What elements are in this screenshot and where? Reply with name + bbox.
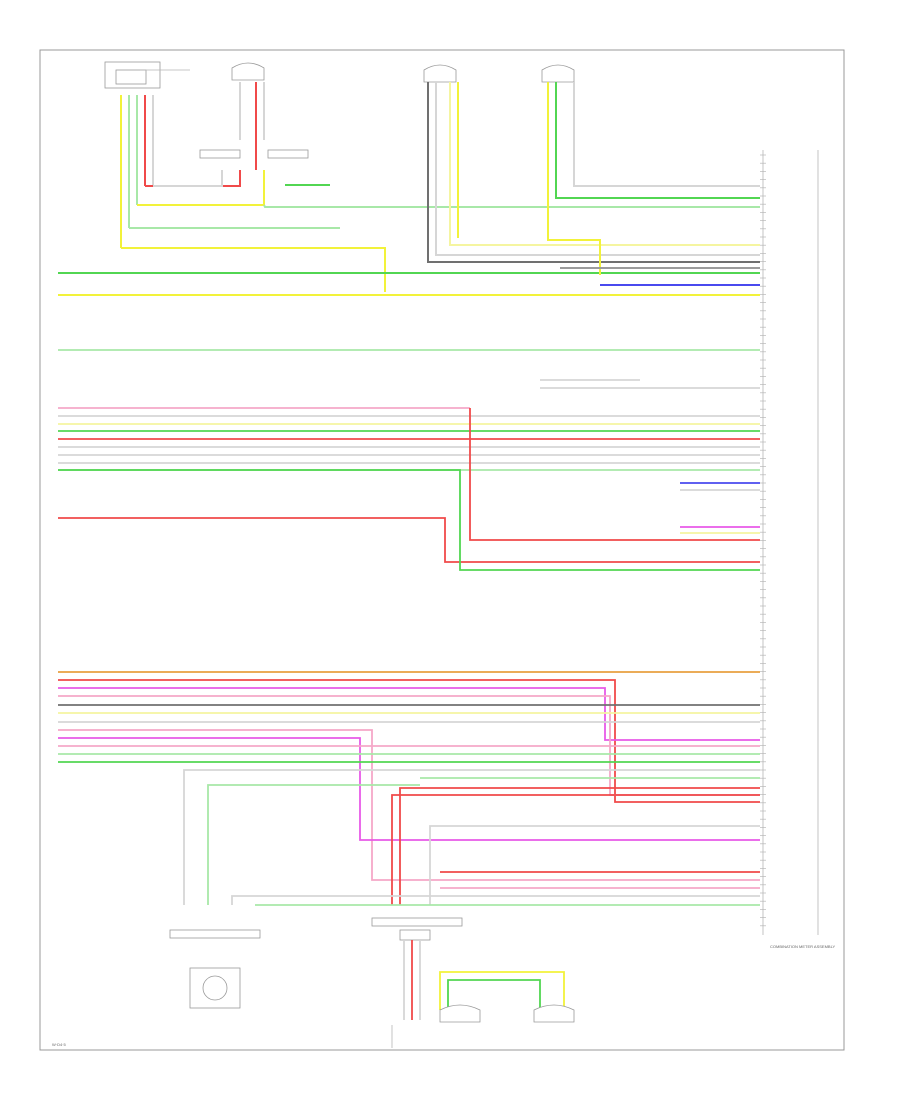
left-sensor-wires — [427, 82, 760, 275]
rear-center-wires — [403, 940, 565, 1020]
rear-sensor-right — [439, 1004, 575, 1023]
page-code: W·D4·5 — [52, 1042, 67, 1047]
ecu-pin-markers — [760, 154, 766, 927]
rear-connector-center — [371, 917, 463, 1048]
top-sensor-wires — [120, 82, 265, 248]
ecu-label: COMBINATION METER ASSEMBLY — [770, 944, 836, 949]
diagram-frame — [39, 49, 845, 1051]
joint-connector-top-left — [199, 149, 241, 159]
front-sensor-left-outer — [541, 64, 575, 83]
top-bus-wires — [58, 184, 760, 296]
joint-connector-top-right — [267, 149, 309, 159]
rear-sensor-left — [169, 929, 261, 1009]
ecu-connector-strip — [762, 150, 819, 935]
front-sensor-left-inner — [423, 64, 457, 83]
front-sensor-right-inner — [231, 62, 265, 81]
bottom-bus-wires — [58, 671, 760, 906]
front-sensor-right-outer — [104, 61, 190, 89]
mid-wires — [58, 349, 760, 571]
